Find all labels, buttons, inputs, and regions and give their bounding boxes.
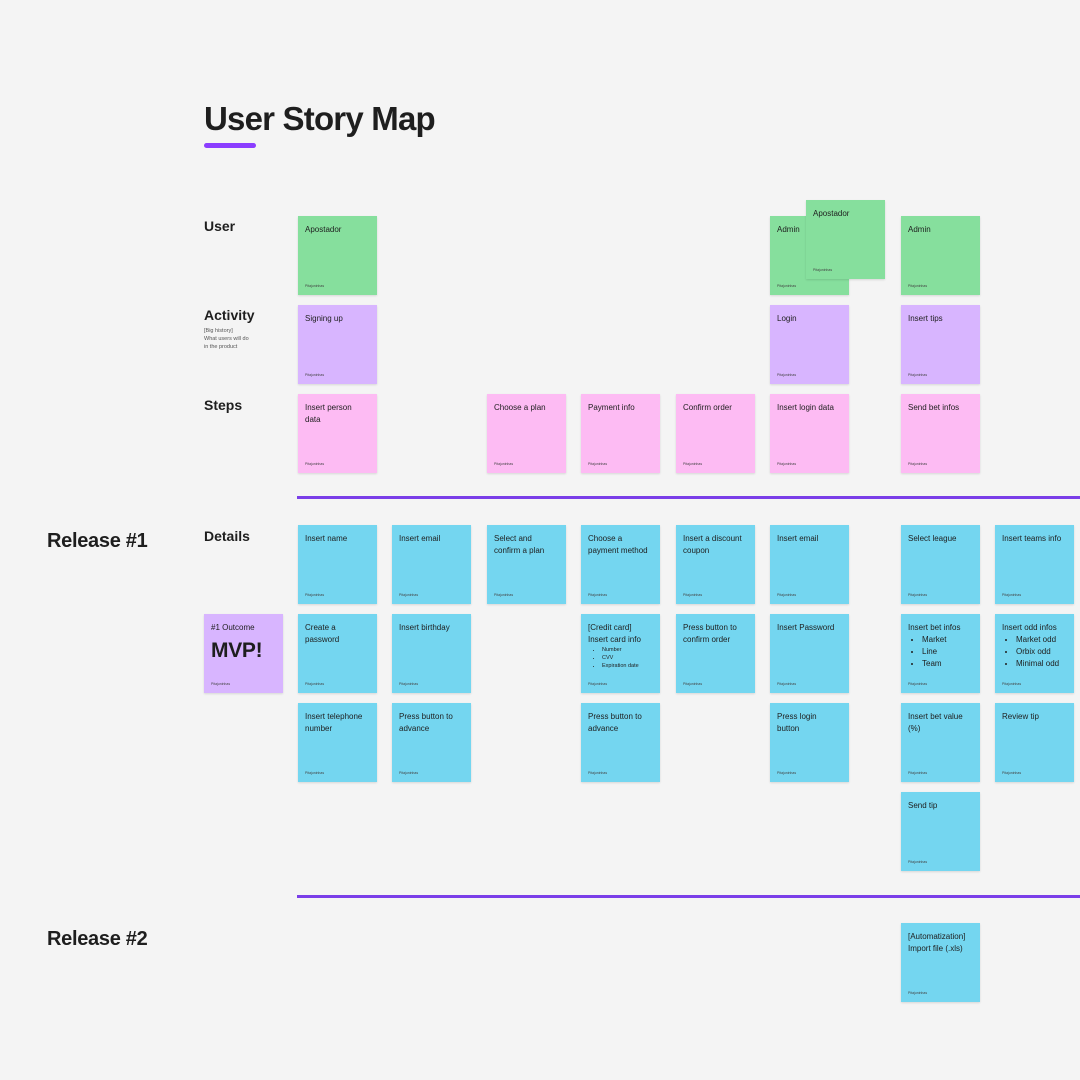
- sticky-note-detail[interactable]: Press login button Pitajuninhas: [770, 703, 849, 782]
- note-author: Pitajuninhas: [399, 771, 419, 775]
- note-author: Pitajuninhas: [588, 771, 608, 775]
- sticky-note-user[interactable]: Apostador Pitajuninhas: [298, 216, 377, 295]
- note-author: Pitajuninhas: [399, 593, 419, 597]
- sticky-note-activity[interactable]: Login Pitajuninhas: [770, 305, 849, 384]
- sticky-note-detail[interactable]: Insert email Pitajuninhas: [392, 525, 471, 604]
- note-author: Pitajuninhas: [1002, 593, 1022, 597]
- row-label-details: Details: [204, 528, 250, 544]
- note-author: Pitajuninhas: [777, 593, 797, 597]
- note-author: Pitajuninhas: [588, 593, 608, 597]
- sticky-note-step[interactable]: Choose a plan Pitajuninhas: [487, 394, 566, 473]
- note-author: Pitajuninhas: [908, 991, 928, 995]
- sticky-note-detail[interactable]: Insert odd infos Market odd Orbix odd Mi…: [995, 614, 1074, 693]
- sticky-note-detail[interactable]: Press button to advance Pitajuninhas: [392, 703, 471, 782]
- note-author: Pitajuninhas: [211, 682, 231, 686]
- sticky-note-detail[interactable]: Select league Pitajuninhas: [901, 525, 980, 604]
- note-author: Pitajuninhas: [777, 462, 797, 466]
- sticky-note-detail[interactable]: Press button to confirm order Pitajuninh…: [676, 614, 755, 693]
- row-label-user: User: [204, 218, 236, 234]
- note-author: Pitajuninhas: [494, 462, 514, 466]
- release-1-divider: [297, 496, 1080, 499]
- release-2-label: Release #2: [47, 928, 148, 950]
- note-author: Pitajuninhas: [908, 860, 928, 864]
- list-item: Market odd: [1016, 634, 1068, 646]
- row-sublabel-activity: [Big history] What users will do in the …: [204, 328, 249, 350]
- sticky-note-detail[interactable]: Insert name Pitajuninhas: [298, 525, 377, 604]
- sticky-note-step[interactable]: Payment info Pitajuninhas: [581, 394, 660, 473]
- sticky-note-detail[interactable]: Insert a discount coupon Pitajuninhas: [676, 525, 755, 604]
- sticky-note-detail[interactable]: Insert telephone number Pitajuninhas: [298, 703, 377, 782]
- note-author: Pitajuninhas: [777, 682, 797, 686]
- list-item: Line: [922, 646, 974, 658]
- list-item: Team: [922, 658, 974, 670]
- note-author: Pitajuninhas: [683, 593, 703, 597]
- title-underline: [204, 143, 256, 148]
- list-item: Expiration date: [602, 662, 654, 670]
- release-1-label: Release #1: [47, 530, 148, 552]
- sticky-note-detail[interactable]: [Credit card] Insert card info Number CV…: [581, 614, 660, 693]
- sticky-note-activity[interactable]: Insert tips Pitajuninhas: [901, 305, 980, 384]
- bet-infos-list: Market Line Team: [908, 634, 974, 670]
- sticky-note-user[interactable]: Admin Pitajuninhas: [901, 216, 980, 295]
- sticky-note-detail[interactable]: Insert bet value (%) Pitajuninhas: [901, 703, 980, 782]
- sticky-note-user[interactable]: Apostador Pitajuninhas: [806, 200, 885, 279]
- outcome-note[interactable]: #1 Outcome MVP! Pitajuninhas: [204, 614, 283, 693]
- release-2-divider: [297, 895, 1080, 898]
- list-item: Number: [602, 646, 654, 654]
- sticky-note-step[interactable]: Confirm order Pitajuninhas: [676, 394, 755, 473]
- list-item: Market: [922, 634, 974, 646]
- sticky-note-detail[interactable]: Insert birthday Pitajuninhas: [392, 614, 471, 693]
- sticky-note-detail[interactable]: Send tip Pitajuninhas: [901, 792, 980, 871]
- sticky-note-detail[interactable]: [Automatization] Import file (.xls) Pita…: [901, 923, 980, 1002]
- row-label-activity: Activity: [204, 307, 255, 323]
- list-item: Orbix odd: [1016, 646, 1068, 658]
- sticky-note-detail[interactable]: Choose a payment method Pitajuninhas: [581, 525, 660, 604]
- note-author: Pitajuninhas: [777, 771, 797, 775]
- sticky-note-detail[interactable]: Select and confirm a plan Pitajuninhas: [487, 525, 566, 604]
- note-author: Pitajuninhas: [305, 771, 325, 775]
- outcome-label: #1 Outcome: [211, 623, 255, 632]
- page-title: User Story Map: [204, 100, 436, 137]
- note-author: Pitajuninhas: [683, 682, 703, 686]
- sticky-note-detail[interactable]: Press button to advance Pitajuninhas: [581, 703, 660, 782]
- sticky-note-detail[interactable]: Insert teams info Pitajuninhas: [995, 525, 1074, 604]
- note-author: Pitajuninhas: [908, 771, 928, 775]
- note-author: Pitajuninhas: [588, 682, 608, 686]
- outcome-value: MVP!: [211, 639, 263, 662]
- note-author: Pitajuninhas: [305, 682, 325, 686]
- sticky-note-activity[interactable]: Signing up Pitajuninhas: [298, 305, 377, 384]
- odd-infos-list: Market odd Orbix odd Minimal odd: [1002, 634, 1068, 670]
- note-author: Pitajuninhas: [813, 268, 833, 272]
- sticky-note-detail[interactable]: Create a password Pitajuninhas: [298, 614, 377, 693]
- note-author: Pitajuninhas: [777, 284, 797, 288]
- sticky-note-step[interactable]: Insert login data Pitajuninhas: [770, 394, 849, 473]
- card-info-list: Number CVV Expiration date: [588, 646, 654, 670]
- note-author: Pitajuninhas: [399, 682, 419, 686]
- note-author: Pitajuninhas: [1002, 771, 1022, 775]
- row-label-steps: Steps: [204, 397, 243, 413]
- note-author: Pitajuninhas: [908, 682, 928, 686]
- note-author: Pitajuninhas: [305, 284, 325, 288]
- sticky-note-detail[interactable]: Insert Password Pitajuninhas: [770, 614, 849, 693]
- note-author: Pitajuninhas: [494, 593, 514, 597]
- sticky-note-step[interactable]: Send bet infos Pitajuninhas: [901, 394, 980, 473]
- note-author: Pitajuninhas: [305, 593, 325, 597]
- sticky-note-detail[interactable]: Insert bet infos Market Line Team Pitaju…: [901, 614, 980, 693]
- sticky-note-detail[interactable]: Insert email Pitajuninhas: [770, 525, 849, 604]
- list-item: Minimal odd: [1016, 658, 1068, 670]
- note-author: Pitajuninhas: [908, 284, 928, 288]
- note-author: Pitajuninhas: [1002, 682, 1022, 686]
- note-author: Pitajuninhas: [305, 373, 325, 377]
- note-author: Pitajuninhas: [683, 462, 703, 466]
- note-author: Pitajuninhas: [908, 373, 928, 377]
- note-author: Pitajuninhas: [777, 373, 797, 377]
- note-author: Pitajuninhas: [908, 462, 928, 466]
- note-author: Pitajuninhas: [908, 593, 928, 597]
- sticky-note-detail[interactable]: Review tip Pitajuninhas: [995, 703, 1074, 782]
- note-author: Pitajuninhas: [588, 462, 608, 466]
- note-author: Pitajuninhas: [305, 462, 325, 466]
- list-item: CVV: [602, 654, 654, 662]
- sticky-note-step[interactable]: Insert person data Pitajuninhas: [298, 394, 377, 473]
